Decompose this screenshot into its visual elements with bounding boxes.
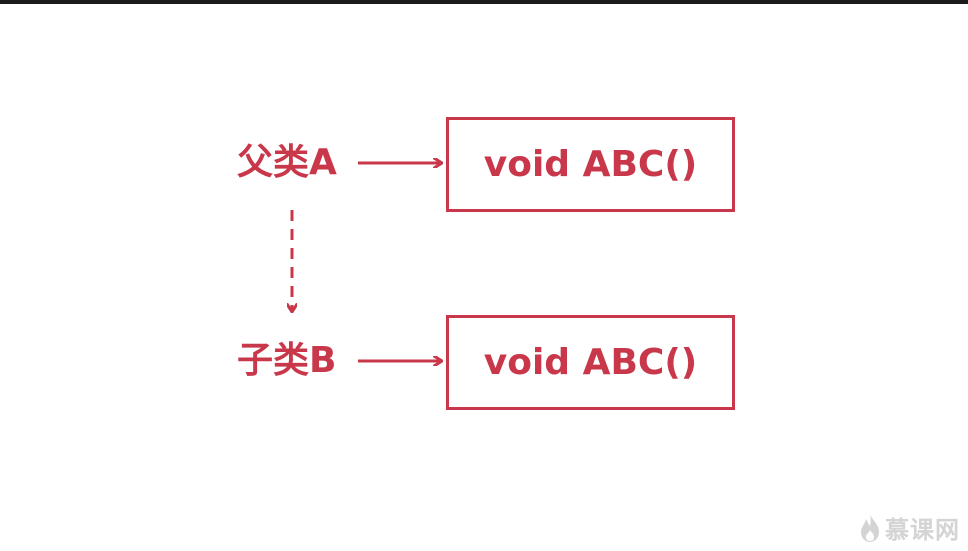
top-bar [0, 0, 968, 4]
watermark-text: 慕课网 [885, 516, 960, 544]
parent-method-box: void ABC() [446, 117, 735, 212]
child-method-box: void ABC() [446, 315, 735, 410]
flame-logo-icon [861, 513, 879, 542]
child-class-label: 子类B [237, 340, 337, 381]
parent-method-text: void ABC() [483, 144, 698, 185]
child-method-text: void ABC() [483, 342, 698, 383]
watermark: 慕课网 [859, 510, 960, 545]
parent-class-label: 父类A [237, 142, 337, 183]
